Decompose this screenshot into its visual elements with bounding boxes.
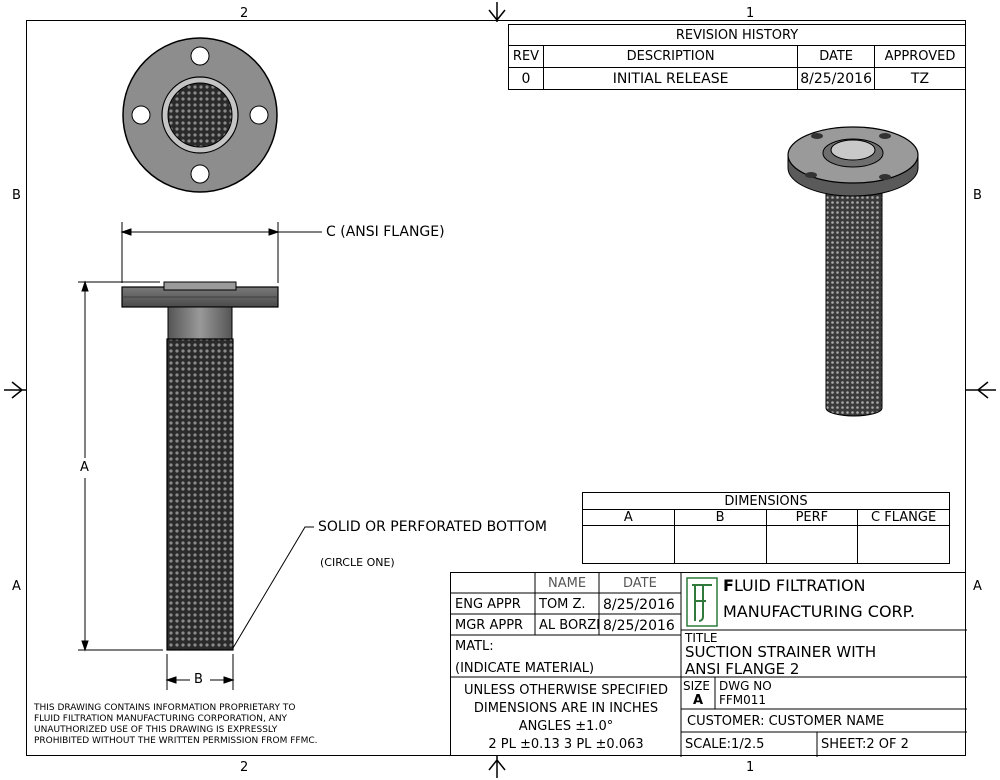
mgr-appr-date: 8/25/2016 bbox=[603, 618, 675, 634]
approved-cell: TZ bbox=[874, 67, 966, 90]
date-cell: 8/25/2016 bbox=[797, 67, 875, 90]
dim-col-b: B bbox=[673, 509, 767, 526]
zone-top-1: 1 bbox=[746, 6, 755, 21]
date-header: DATE bbox=[797, 45, 875, 68]
tolerance-line: UNLESS OTHERWISE SPECIFIED bbox=[463, 683, 669, 698]
dim-a-label: A bbox=[80, 460, 89, 475]
eng-appr-label: ENG APPR bbox=[455, 597, 521, 612]
dim-value-a[interactable] bbox=[582, 525, 675, 564]
zone-right-a: A bbox=[973, 579, 982, 594]
dim-col-perf: PERF bbox=[765, 509, 859, 526]
sheet-field: SHEET:2 OF 2 bbox=[821, 737, 909, 752]
title-block-grid bbox=[451, 573, 967, 757]
scale-field: SCALE:1/2.5 bbox=[685, 737, 765, 752]
zone-left-a: A bbox=[12, 579, 21, 594]
isometric-view bbox=[787, 126, 919, 417]
material-label: MATL: bbox=[455, 639, 494, 654]
dwg-no-label: DWG NO bbox=[719, 679, 772, 693]
tolerance-line: 2 PL ±0.13 3 PL ±0.063 bbox=[488, 737, 644, 752]
proprietary-line: THIS DRAWING CONTAINS INFORMATION PROPRI… bbox=[34, 703, 296, 713]
customer-field: CUSTOMER: CUSTOMER NAME bbox=[687, 714, 885, 729]
proprietary-note: THIS DRAWING CONTAINS INFORMATION PROPRI… bbox=[34, 703, 318, 747]
circle-one-note: (CIRCLE ONE) bbox=[320, 556, 395, 569]
tolerance-line: ANGLES ±1.0° bbox=[518, 719, 614, 734]
dim-col-c-flange: C FLANGE bbox=[857, 509, 950, 526]
description-cell: INITIAL RELEASE bbox=[542, 67, 799, 90]
tolerance-note: UNLESS OTHERWISE SPECIFIED DIMENSIONS AR… bbox=[451, 682, 681, 754]
mgr-appr-name: AL BORZI bbox=[539, 618, 600, 633]
mgr-appr-label: MGR APPR bbox=[455, 618, 524, 633]
top-view bbox=[122, 37, 278, 193]
title-block: NAME DATE ENG APPR TOM Z. 8/25/2016 MGR … bbox=[450, 572, 967, 757]
rev-cell: 0 bbox=[508, 67, 544, 90]
c-flange-callout: C (ANSI FLANGE) bbox=[326, 224, 445, 240]
company-name-line2: MANUFACTURING CORP. bbox=[723, 602, 915, 621]
description-header: DESCRIPTION bbox=[542, 45, 799, 68]
approved-header: APPROVED bbox=[874, 45, 966, 68]
title-line1: SUCTION STRAINER WITH bbox=[685, 643, 877, 661]
dim-col-a: A bbox=[582, 509, 675, 526]
tolerance-line: DIMENSIONS ARE IN INCHES bbox=[473, 701, 659, 716]
title-line2: ANSI FLANGE 2 bbox=[685, 660, 800, 678]
eng-appr-date: 8/25/2016 bbox=[603, 597, 675, 613]
size-label: SIZE bbox=[683, 679, 710, 693]
size-value: A bbox=[693, 693, 704, 708]
name-header: NAME bbox=[548, 576, 587, 591]
dim-b-label: B bbox=[194, 672, 203, 687]
zone-top-2: 2 bbox=[240, 6, 249, 21]
zone-right-b: B bbox=[973, 188, 982, 203]
dimensions-table: DIMENSIONS A B PERF C FLANGE bbox=[582, 492, 950, 564]
revision-title: REVISION HISTORY bbox=[508, 24, 966, 46]
zone-bottom-2: 2 bbox=[240, 760, 249, 775]
dimensions-title: DIMENSIONS bbox=[582, 492, 950, 510]
material-value[interactable]: (INDICATE MATERIAL) bbox=[455, 661, 595, 676]
title-label: TITLE bbox=[685, 631, 718, 645]
company-initial: F bbox=[723, 576, 734, 595]
company-name-rest: LUID FILTRATION bbox=[733, 576, 866, 595]
dim-value-perf[interactable] bbox=[765, 525, 859, 564]
dwg-no-value: FFM011 bbox=[719, 693, 767, 707]
company-logo bbox=[686, 577, 718, 627]
eng-appr-name: TOM Z. bbox=[539, 597, 586, 612]
dim-value-b[interactable] bbox=[673, 525, 767, 564]
zone-bottom-1: 1 bbox=[746, 760, 755, 775]
front-view bbox=[78, 222, 322, 690]
revision-history-table: REVISION HISTORY REV DESCRIPTION DATE AP… bbox=[508, 24, 966, 90]
proprietary-line: FLUID FILTRATION MANUFACTURING CORPORATI… bbox=[34, 714, 288, 724]
company-name-line1: FLUID FILTRATION bbox=[723, 578, 866, 594]
rev-header: REV bbox=[508, 45, 544, 68]
bottom-callout: SOLID OR PERFORATED BOTTOM bbox=[318, 519, 547, 535]
zone-left-b: B bbox=[12, 188, 21, 203]
dim-value-c-flange[interactable] bbox=[857, 525, 950, 564]
date-header: DATE bbox=[623, 576, 657, 591]
proprietary-line: PROHIBITED WITHOUT THE WRITTEN PERMISSIO… bbox=[34, 736, 318, 746]
proprietary-line: UNAUTHORIZED USE OF THIS DRAWING IS EXPR… bbox=[34, 725, 278, 735]
